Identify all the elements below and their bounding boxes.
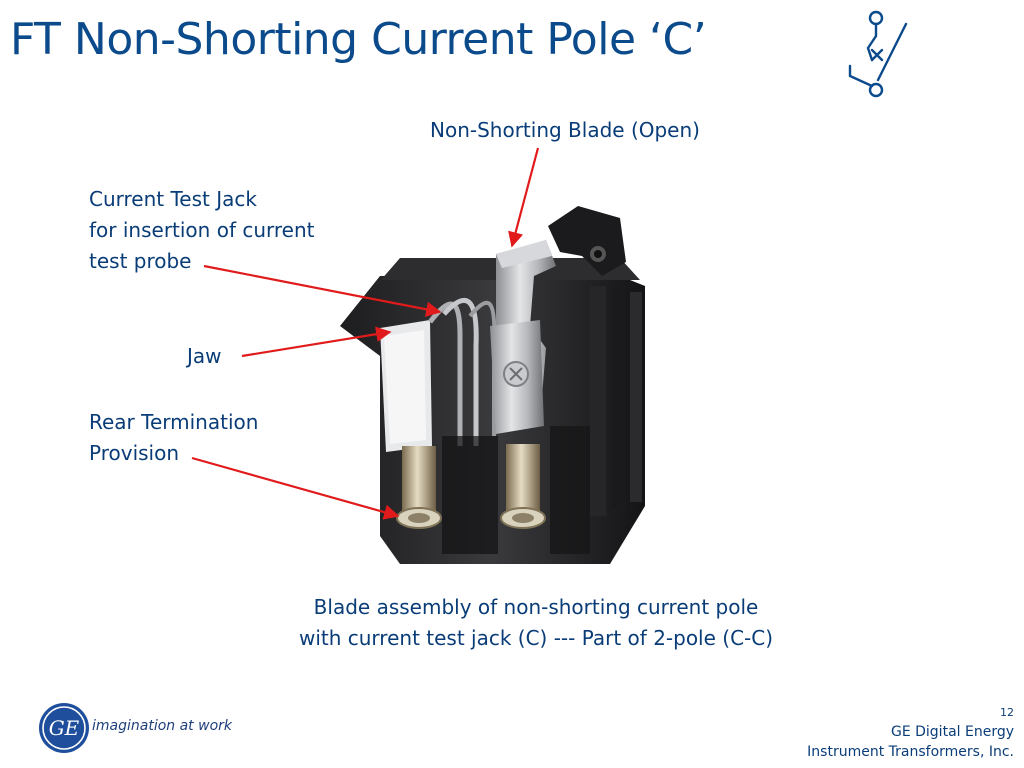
rear-termination-label-line1: Rear Termination: [89, 410, 259, 434]
tagline: imagination at work: [92, 718, 232, 734]
ge-monogram-logo: GE: [39, 703, 89, 753]
photo-caption-line2: with current test jack (C) --- Part of 2…: [298, 626, 774, 650]
test-jack-label-line1: Current Test Jack: [89, 187, 257, 211]
blade-label: Non-Shorting Blade (Open): [430, 118, 700, 142]
ge-logo-text: GE: [49, 716, 80, 740]
blade-assembly-photo: [340, 206, 645, 564]
slide-title: FT Non-Shorting Current Pole ‘C’: [10, 14, 707, 65]
rear-termination-label-line2: Provision: [89, 441, 180, 465]
rear-termination-label: Rear Termination Provision: [89, 407, 258, 469]
photo-caption: Blade assembly of non-shorting current p…: [200, 592, 872, 654]
test-jack-label-line3: test probe: [89, 249, 192, 273]
page-number: 12: [1000, 706, 1014, 719]
test-jack-label-line2: for insertion of current: [89, 218, 315, 242]
footer-company: GE Digital Energy: [890, 724, 1014, 740]
switch-pole-symbol-icon: [848, 10, 908, 98]
footer-division: Instrument Transformers, Inc.: [807, 744, 1014, 760]
photo-caption-line1: Blade assembly of non-shorting current p…: [313, 595, 759, 619]
test-jack-label: Current Test Jack for insertion of curre…: [89, 184, 315, 277]
jaw-label: Jaw: [187, 344, 222, 368]
